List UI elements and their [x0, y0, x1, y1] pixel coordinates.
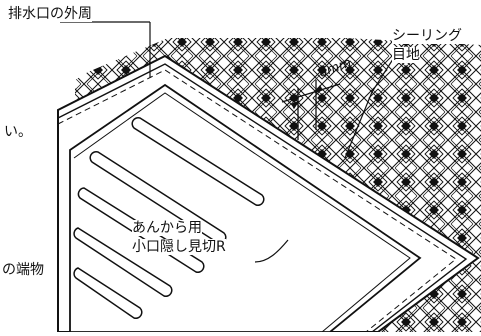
drain-slot [73, 267, 143, 320]
trim-inner-edge [57, 63, 468, 333]
cut-text-left: い。 [4, 124, 32, 140]
drain-outer-label: 排水口の外周 [8, 6, 92, 23]
trim-label-line1: あんから用 [132, 220, 202, 237]
drain-cover-inner-edge [73, 92, 411, 333]
drain-cover-plate [69, 83, 422, 333]
sealing-label-line1: シーリング [392, 28, 462, 45]
drain-slot [73, 227, 173, 298]
sealing-label-line2: 目地 [392, 47, 420, 64]
drain-slot [131, 116, 265, 207]
trim-label-line2: 小口隠し見切R [132, 239, 226, 256]
gap-dimension [281, 80, 341, 140]
cut-text-bottom: の端物 [2, 262, 44, 278]
sealing-joint [57, 69, 457, 333]
